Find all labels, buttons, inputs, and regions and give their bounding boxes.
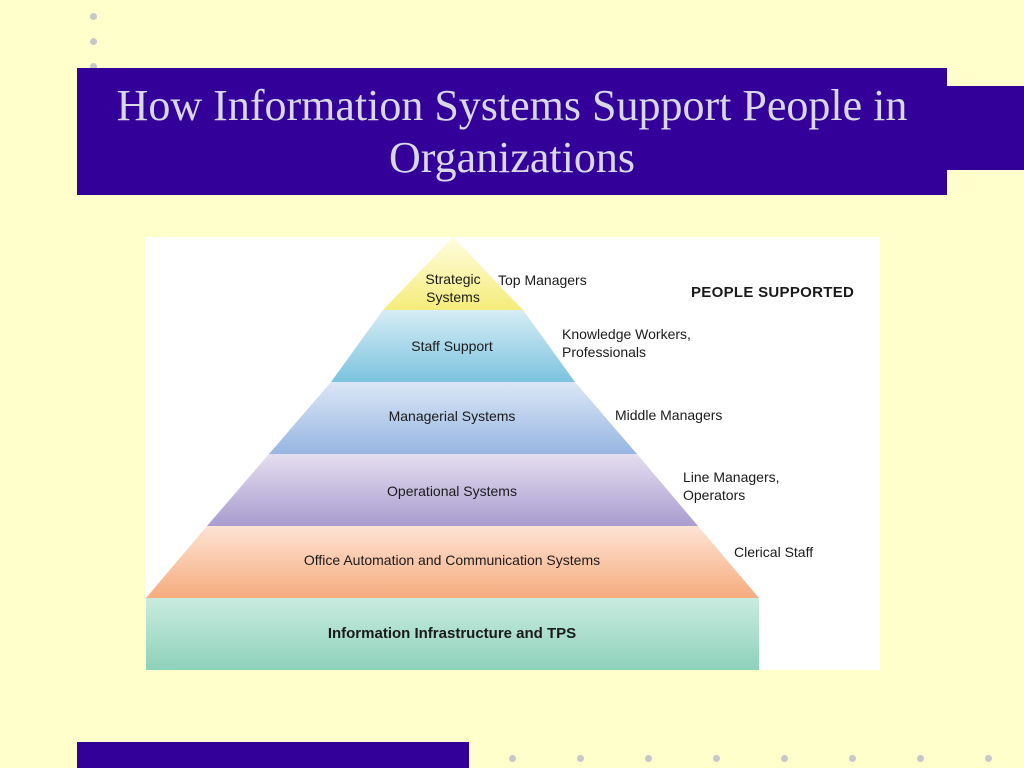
tier-label-operational: Operational Systems bbox=[387, 483, 517, 499]
tier-label-infrastructure: Information Infrastructure and TPS bbox=[327, 625, 577, 642]
pyramid-tier-staff-support bbox=[331, 310, 575, 382]
people-label-top-managers: Top Managers bbox=[498, 272, 587, 288]
pyramid-tier-managerial bbox=[269, 382, 637, 454]
slide-title: How Information Systems Support People i… bbox=[116, 80, 908, 182]
tier-label-strategic: Strategic Systems bbox=[425, 271, 481, 305]
decor-dot bbox=[90, 13, 97, 20]
pyramid-svg bbox=[146, 237, 759, 670]
people-label-clerical-staff: Clerical Staff bbox=[734, 544, 814, 560]
people-label-knowledge-workers: Knowledge Workers, Professionals bbox=[562, 326, 691, 360]
decor-dot bbox=[645, 755, 652, 762]
people-label-middle-managers: Middle Managers bbox=[615, 407, 723, 423]
decor-dot bbox=[90, 63, 97, 70]
decor-dot bbox=[90, 38, 97, 45]
tier-label-office-automation: Office Automation and Communication Syst… bbox=[303, 552, 601, 568]
title-accent-block bbox=[940, 86, 1024, 170]
people-supported-header: PEOPLE SUPPORTED bbox=[691, 284, 855, 301]
footer-bar bbox=[77, 742, 469, 768]
tier-label-staff-support: Staff Support bbox=[411, 338, 493, 354]
decor-dot bbox=[985, 755, 992, 762]
decor-dot bbox=[781, 755, 788, 762]
decor-dot bbox=[509, 755, 516, 762]
title-bar: How Information Systems Support People i… bbox=[77, 68, 947, 195]
people-label-line-managers: Line Managers, Operators bbox=[683, 469, 780, 503]
pyramid-base-infrastructure bbox=[146, 598, 759, 670]
tier-label-managerial: Managerial Systems bbox=[388, 408, 516, 424]
decor-dot bbox=[849, 755, 856, 762]
decor-dot bbox=[917, 755, 924, 762]
pyramid-diagram: Strategic Systems Staff Support Manageri… bbox=[145, 237, 880, 670]
pyramid-tier-strategic bbox=[383, 237, 523, 310]
pyramid-tier-office-automation bbox=[146, 526, 759, 598]
decor-dot bbox=[577, 755, 584, 762]
decor-dot bbox=[713, 755, 720, 762]
pyramid-tier-operational bbox=[207, 454, 698, 526]
